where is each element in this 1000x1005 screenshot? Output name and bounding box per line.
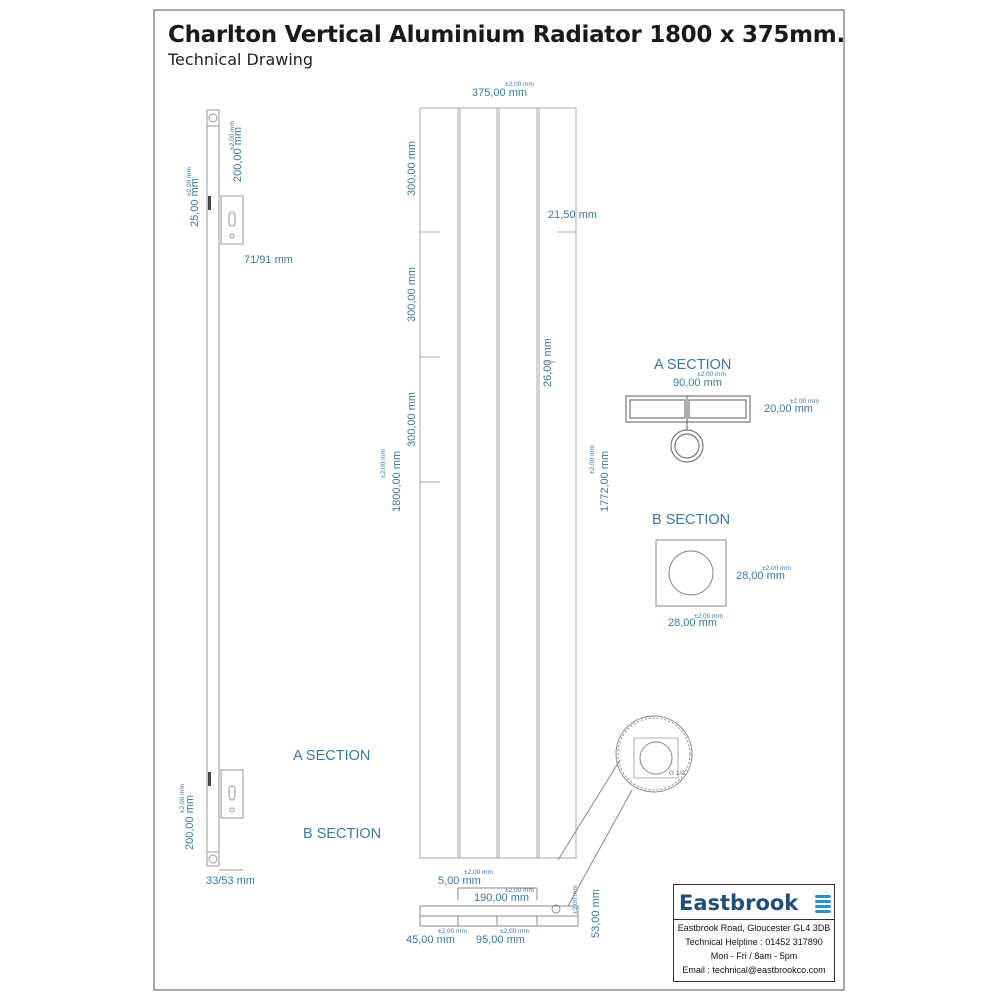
bottom-pipe-view <box>419 887 579 927</box>
side-a-section-label: A SECTION <box>293 748 370 764</box>
dim-section-spacing-1: 300,00 mm <box>406 141 418 196</box>
bottom-bracket-mark <box>208 772 211 786</box>
tol-top-bracket: ±2,00 mm <box>229 121 236 150</box>
technical-helpline: Technical Helpline : 01452 317890 <box>685 937 823 947</box>
tol-side-offset: ±2,00 mm <box>438 928 467 935</box>
valve-detail-label: G 1/2 <box>669 770 685 777</box>
tol-inner-height: ±2,00 mm <box>589 445 596 474</box>
tol-overall-width: ±2,00 mm <box>505 81 534 88</box>
dim-column-gap: 21,50 mm <box>548 209 597 221</box>
b-section-heading: B SECTION <box>652 512 730 528</box>
valve-detail <box>557 715 693 907</box>
dim-pipe-centres: 95,00 mm <box>476 934 525 946</box>
company-address: Eastbrook Road, Gloucester GL4 3DB <box>677 923 831 933</box>
a-section-heading: A SECTION <box>654 357 731 373</box>
tol-overall-height: ±2,00 mm <box>380 449 387 478</box>
tol-a-width: ±2,00 mm <box>697 371 726 378</box>
tol-pipe-centres: ±2,00 mm <box>500 928 529 935</box>
page-subtitle: Technical Drawing <box>168 50 314 69</box>
dim-wall-gap-bottom: 33/53 mm <box>206 875 255 887</box>
eastbrook-logo-icon <box>815 895 831 915</box>
b-section-depth: 28,00 mm <box>736 570 785 582</box>
dim-valve-height: 53,00 mm <box>590 889 602 938</box>
a-section-profile <box>625 395 751 463</box>
dim-section-spacing-3: 300,00 mm <box>406 392 418 447</box>
tol-bracket-size: ±2,00 mm <box>186 167 193 196</box>
company-info-box: Eastbrook Eastbrook Road, Gloucester GL4… <box>673 884 835 982</box>
tol-pipe-offset: ±2,00 mm <box>464 869 493 876</box>
brand-divider <box>674 919 834 920</box>
b-section-width: 28,00 mm <box>668 617 717 629</box>
side-view <box>206 109 244 871</box>
dim-section-spacing-2: 300,00 mm <box>406 267 418 322</box>
front-view <box>419 107 577 859</box>
drawing-frame <box>153 9 845 991</box>
side-b-section-label: B SECTION <box>303 826 381 842</box>
tol-bracket-centres: ±2,00 mm <box>505 887 534 894</box>
tol-a-depth: ±2,00 mm <box>790 398 819 405</box>
brand-name: Eastbrook <box>679 891 799 915</box>
page-title: Charlton Vertical Aluminium Radiator 180… <box>168 22 845 48</box>
top-bracket-mark <box>208 196 211 210</box>
dim-overall-width: 375,00 mm <box>472 87 527 99</box>
dim-side-offset: 45,00 mm <box>406 934 455 946</box>
tol-bottom-bracket: ±2,00 mm <box>179 784 186 813</box>
dim-column-depth: 26,00 mm <box>542 338 554 387</box>
dim-wall-gap-top: 71/91 mm <box>244 254 293 266</box>
dim-overall-height: 1800,00 mm <box>391 451 403 512</box>
dim-top-bracket-offset: 200,00 mm <box>232 127 244 182</box>
contact-email[interactable]: Email : technical@eastbrookco.com <box>682 965 826 975</box>
tol-valve-height: ±2,00 mm <box>572 885 579 914</box>
tol-b-depth: ±2,00 mm <box>762 565 791 572</box>
dim-inner-height: 1772,00 mm <box>599 451 611 512</box>
dim-bottom-bracket-offset: 200,00 mm <box>184 795 196 850</box>
b-section-profile <box>655 539 727 607</box>
tol-b-width: ±2,00 mm <box>694 613 723 620</box>
dim-pipe-offset: 5,00 mm <box>438 875 481 887</box>
a-section-depth: 20,00 mm <box>764 403 813 415</box>
a-section-width: 90,00 mm <box>673 377 722 389</box>
opening-hours: Mon - Fri / 8am - 5pm <box>710 951 798 961</box>
dim-bracket-centres: 190,00 mm <box>474 892 529 904</box>
dim-bracket-size: 25,00 mm <box>189 178 201 227</box>
